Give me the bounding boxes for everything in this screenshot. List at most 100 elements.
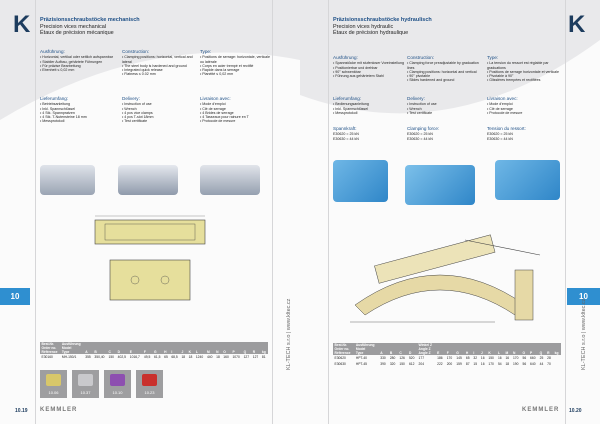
column-item: • Clé de serrage <box>487 106 513 111</box>
table-cell: 520 <box>408 356 415 360</box>
table-cell: 70 <box>547 362 551 366</box>
table-header: Winkel Z Angle Z Angle Z <box>417 343 436 355</box>
table-cell: 81 <box>261 355 266 359</box>
accessory-thumbnail[interactable]: 10.37 <box>72 370 99 398</box>
table-header: P <box>230 342 243 354</box>
accessory-thumbnail[interactable]: 10.10 <box>104 370 131 398</box>
column-item: • Protocole de mesure <box>487 110 523 115</box>
table-cell: 320 <box>389 362 396 366</box>
left-chapter-tab[interactable]: 10 <box>0 288 30 305</box>
force-item: E30630 = 44 kN <box>487 136 513 141</box>
table-header: G <box>454 343 465 355</box>
table-header: Q <box>538 343 546 355</box>
right-technical-drawing <box>350 234 541 323</box>
table-cell: 159 <box>456 362 462 366</box>
column-item: • Inkl. Spannschlüssel <box>333 106 369 111</box>
vice-photo-1 <box>40 165 95 195</box>
table-header: K <box>486 343 497 355</box>
table-cell: 56 <box>522 362 527 366</box>
force-item: E30620 = 25 kN <box>487 132 513 137</box>
column-heading: Delivery: <box>407 96 425 101</box>
table-cell: MH-150/1 <box>61 355 77 359</box>
table-cell: 190 <box>512 362 519 366</box>
force-item: E30630 = 44 kN <box>407 136 433 141</box>
table-header: A <box>83 342 93 354</box>
table-cell: 1240 <box>195 355 204 359</box>
force-item: E30630 = 44 kN <box>333 136 359 141</box>
accessory-page-ref: 10.23 <box>144 390 155 395</box>
table-cell: 15 <box>473 362 478 366</box>
table-header: E <box>128 342 143 354</box>
table-cell: 660 <box>530 356 536 360</box>
table-cell: 402,5 <box>117 355 126 359</box>
table-cell: 65 <box>164 355 168 359</box>
table-header: M <box>205 342 215 354</box>
right-chapter-tab[interactable]: 10 <box>567 288 600 305</box>
column-item: • Wrench <box>407 106 422 111</box>
table-cell: 145 <box>456 356 462 360</box>
right-title: Präzisionsschraubstöcke hydraulisch Prec… <box>333 17 432 36</box>
table-header: A <box>378 343 389 355</box>
hydraulic-vice-photo-1 <box>333 160 388 202</box>
table-header: R <box>545 343 554 355</box>
force-item: E30620 = 25 kN <box>333 132 359 137</box>
table-cell: 32 <box>473 356 478 360</box>
table-cell: 54 <box>497 362 502 366</box>
table-cell: E30630 <box>334 362 346 366</box>
table-header: P <box>528 343 539 355</box>
column-item: • 4 Tasseaux pour rainure en T <box>200 115 249 120</box>
column-item: • Betriebsanleitung <box>40 102 71 107</box>
accessory-thumbnail[interactable]: 10.06 <box>40 370 67 398</box>
column-item: • Slides hardened and ground <box>407 78 455 83</box>
table-cell: 390 <box>380 362 386 366</box>
table-cell: 16 <box>497 356 502 360</box>
accessory-image <box>110 374 125 386</box>
table-cell: 204 <box>418 362 425 366</box>
table-cell: 18 <box>188 355 193 359</box>
table-cell: 186 <box>437 356 443 360</box>
accessory-page-ref: 10.37 <box>80 390 91 395</box>
column-item: • Führung aus gehärtetem Stahl <box>333 74 384 79</box>
spec-column: Construction:• Clamping force preadjusta… <box>407 55 481 83</box>
force-heading: Clamping force: <box>407 126 440 131</box>
left-page-number: 10.19 <box>15 408 28 414</box>
table-header: Q <box>242 342 252 354</box>
column-item: • Ebenheit ≤ 0,02 mm <box>40 68 75 73</box>
spec-column: Type:• Positions de serrage: horizontale… <box>200 49 274 77</box>
table-cell: E30160 <box>41 355 53 359</box>
kemmler-logo: K <box>568 11 586 38</box>
right-page <box>328 0 566 424</box>
force-heading: Tension du ressort: <box>487 126 526 131</box>
column-item: • Pivotable à 90° <box>487 74 514 79</box>
column-item: • Test certificate <box>407 110 433 115</box>
column-heading: Livraison avec: <box>200 96 231 101</box>
spec-column: Livraison avec:• Mode d'emploi• Clé de s… <box>487 96 561 115</box>
column-item: • Instruction of use <box>407 102 437 107</box>
table-header: G <box>152 342 163 354</box>
column-item: • Protocole de mesure <box>200 119 236 124</box>
table-header: J <box>479 343 487 355</box>
accessory-thumbnail[interactable]: 10.23 <box>136 370 163 398</box>
right-brand: KEMMLER <box>522 407 560 413</box>
table-cell: 222 <box>437 362 443 366</box>
table-cell: 61,5 <box>154 355 161 359</box>
table-header: M <box>503 343 512 355</box>
table-header: Best.Nr. Order no. Référence <box>40 342 61 354</box>
column-item: • Mode d'emploi <box>487 102 513 107</box>
column-heading: Lieferumfang: <box>40 96 69 101</box>
right-side-text: KL-TECH s.r.o | www.kltec.cz <box>581 298 587 370</box>
table-header: R <box>251 342 261 354</box>
column-item: • Positions de serrage horizontale et ve… <box>487 69 559 74</box>
table-cell: 44 <box>539 362 544 366</box>
table-cell: 65 <box>465 356 470 360</box>
table-cell: HPT-45 <box>355 362 368 366</box>
column-item: • Positionierbar und drehbar <box>333 65 378 70</box>
column-item: • Horizontal, vertikal oder seitlich auf… <box>40 55 113 60</box>
column-item: • Clé de serrage <box>200 106 226 111</box>
column-item: • Bedienungsanleitung <box>333 102 369 107</box>
accessory-image <box>78 374 93 386</box>
table-cell: 16 <box>505 356 510 360</box>
